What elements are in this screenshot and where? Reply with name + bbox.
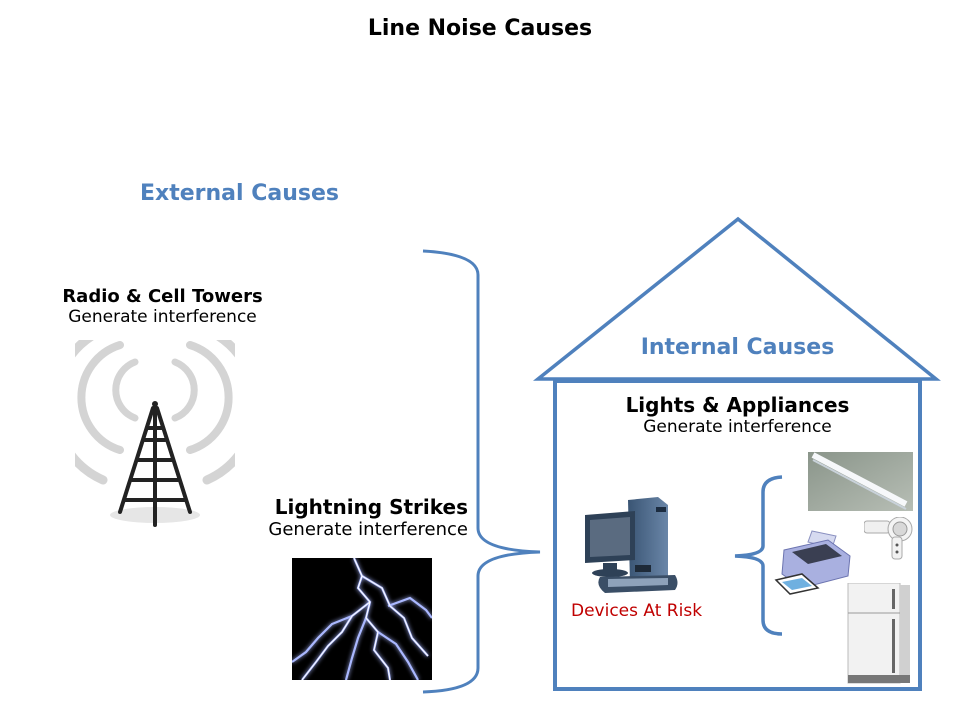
radio-towers-block: Radio & Cell Towers Generate interferenc…: [20, 286, 305, 327]
lightning-block: Lightning Strikes Generate interference: [200, 495, 468, 540]
lightning-image: [292, 558, 432, 680]
appliances-block: Lights & Appliances Generate interferenc…: [555, 393, 920, 437]
lightning-title: Lightning Strikes: [274, 495, 468, 519]
computer-icon: [585, 497, 678, 593]
external-brace: [422, 249, 541, 694]
devices-at-risk-label: Devices At Risk: [571, 601, 703, 621]
lightning-subtitle: Generate interference: [268, 519, 468, 540]
appliances-subtitle: Generate interference: [643, 417, 832, 437]
external-causes-heading: External Causes: [140, 181, 339, 206]
radio-towers-title: Radio & Cell Towers: [62, 286, 263, 307]
radio-tower-icon: [75, 340, 235, 527]
hair-dryer-image: [864, 517, 913, 560]
printer-image: [774, 530, 851, 595]
fluorescent-light-image: [808, 452, 913, 511]
appliances-brace: [734, 475, 783, 636]
radio-towers-subtitle: Generate interference: [68, 307, 257, 327]
appliances-title: Lights & Appliances: [625, 393, 850, 417]
page-title: Line Noise Causes: [367, 16, 593, 41]
internal-causes-heading: Internal Causes: [640, 335, 835, 360]
refrigerator-image: [847, 583, 910, 684]
